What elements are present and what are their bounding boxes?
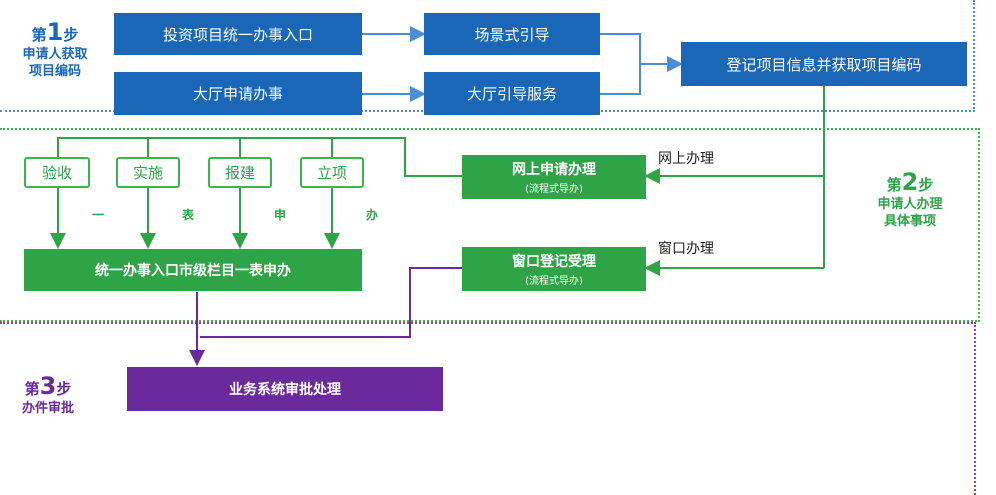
one-form-char: 办 [366, 208, 379, 222]
online-apply-box: 网上申请办理 (流程式导办) [462, 155, 646, 199]
step2-zone [0, 128, 980, 322]
stage-acceptance-box: 验收 [24, 157, 90, 188]
window-apply-box: 窗口登记受理 (流程式导办) [462, 247, 646, 291]
register-project-box: 登记项目信息并获取项目编码 [681, 42, 967, 86]
hall-guide-box: 大厅引导服务 [424, 72, 600, 115]
stage-establishment-box: 立项 [300, 157, 364, 188]
scene-guide-box: 场景式引导 [424, 13, 600, 55]
online-label: 网上办理 [658, 151, 714, 167]
unified-form-box: 统一办事入口市级栏目一表申办 [24, 249, 362, 291]
window-label: 窗口办理 [658, 241, 714, 257]
hall-apply-box: 大厅申请办事 [114, 72, 362, 115]
approval-box: 业务系统审批处理 [127, 367, 443, 411]
step2-label: 第2步 申请人办理 具体事项 [877, 168, 943, 229]
stage-implementation-box: 实施 [116, 157, 180, 188]
one-form-char: 申 [274, 208, 287, 222]
step1-label: 第1步 申请人获取 项目编码 [22, 18, 88, 79]
one-form-char: 一 [92, 208, 105, 222]
stage-construction-box: 报建 [208, 157, 272, 188]
project-entry-box: 投资项目统一办事入口 [114, 13, 362, 55]
step3-zone [0, 322, 976, 495]
step3-label: 第3步 办件审批 [21, 372, 74, 416]
one-form-char: 表 [182, 208, 195, 222]
